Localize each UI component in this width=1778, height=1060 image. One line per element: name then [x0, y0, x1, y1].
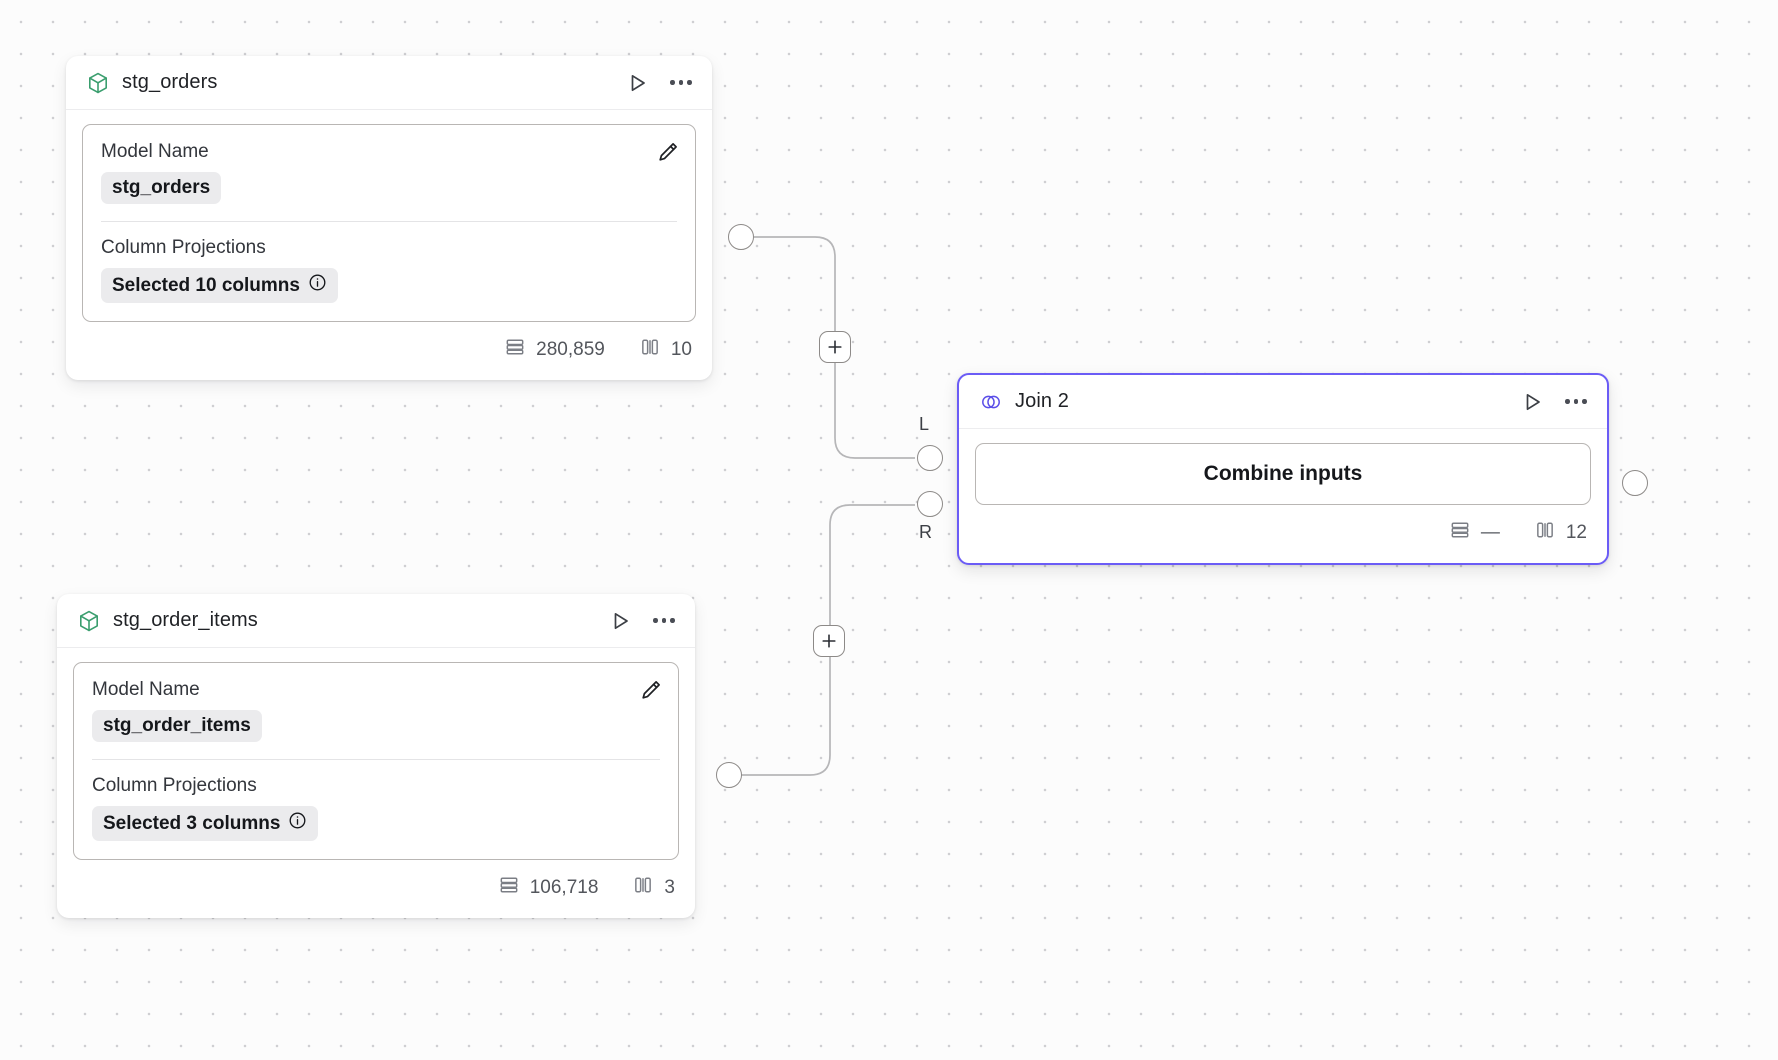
plus-icon	[826, 338, 844, 356]
panel-divider	[92, 759, 660, 760]
model-config-panel: Model Name stg_order_items Column Projec…	[73, 662, 679, 860]
pencil-icon[interactable]	[638, 677, 664, 703]
node-header: stg_orders	[66, 56, 712, 110]
columns-value: 10	[670, 339, 692, 360]
node-footer: 106,718 3	[57, 860, 695, 918]
play-icon[interactable]	[607, 608, 633, 634]
columns-value: 12	[1565, 522, 1587, 543]
column-projections-text: Selected 10 columns	[112, 274, 300, 296]
input-port-right-join-2[interactable]	[917, 491, 943, 517]
model-name-value[interactable]: stg_orders	[101, 172, 222, 204]
model-name-label: Model Name	[101, 141, 209, 162]
edge-add-button-upper[interactable]	[819, 331, 851, 363]
columns-stat: 10	[639, 336, 692, 364]
node-header: stg_order_items	[57, 594, 695, 648]
node-body: Model Name stg_order_items Column Projec…	[57, 648, 695, 860]
column-projections-value[interactable]: Selected 10 columns	[101, 268, 338, 303]
node-header-actions	[607, 608, 677, 634]
rows-stat: 280,859	[504, 336, 605, 364]
node-body: Combine inputs	[959, 429, 1607, 505]
input-port-left-join-2[interactable]	[917, 445, 943, 471]
node-header: Join 2	[959, 375, 1607, 429]
edge-add-button-lower[interactable]	[813, 625, 845, 657]
plus-icon	[820, 632, 838, 650]
rows-value: 280,859	[536, 339, 605, 360]
columns-icon	[632, 874, 654, 902]
node-header-actions	[624, 70, 694, 96]
model-config-panel: Model Name stg_orders Column Projections…	[82, 124, 696, 322]
pencil-icon[interactable]	[655, 139, 681, 165]
rows-icon	[498, 874, 520, 902]
columns-stat: 3	[632, 874, 675, 902]
rows-icon	[504, 336, 526, 364]
play-icon[interactable]	[1519, 389, 1545, 415]
column-projections-value[interactable]: Selected 3 columns	[92, 806, 319, 841]
node-join-2[interactable]: Join 2 Combine inputs	[957, 373, 1609, 565]
columns-stat: 12	[1534, 519, 1587, 547]
rows-icon	[1449, 519, 1471, 547]
node-stg-order-items[interactable]: stg_order_items	[57, 594, 695, 918]
cube-icon	[77, 609, 101, 633]
node-title: Join 2	[1015, 390, 1069, 412]
node-title: stg_orders	[122, 71, 218, 93]
play-icon[interactable]	[624, 70, 650, 96]
info-icon[interactable]	[308, 273, 327, 298]
model-name-value[interactable]: stg_order_items	[92, 710, 262, 742]
columns-icon	[639, 336, 661, 364]
node-stg-orders[interactable]: stg_orders	[66, 56, 712, 380]
panel-divider	[101, 221, 677, 222]
more-options-icon[interactable]	[651, 618, 677, 623]
input-port-label-left: L	[919, 414, 930, 434]
columns-value: 3	[664, 877, 675, 898]
more-options-icon[interactable]	[668, 80, 694, 85]
column-projections-label: Column Projections	[92, 775, 257, 796]
input-port-label-right: R	[919, 522, 932, 542]
column-projections-text: Selected 3 columns	[103, 812, 281, 834]
join-venn-icon	[979, 390, 1003, 414]
output-port-stg-order-items[interactable]	[716, 762, 742, 788]
output-port-stg-orders[interactable]	[728, 224, 754, 250]
output-port-join-2[interactable]	[1622, 470, 1648, 496]
cube-icon	[86, 71, 110, 95]
node-body: Model Name stg_orders Column Projections…	[66, 110, 712, 322]
column-projections-label: Column Projections	[101, 237, 266, 258]
combine-inputs-button[interactable]: Combine inputs	[975, 443, 1591, 505]
rows-value: 106,718	[529, 877, 599, 898]
columns-icon	[1534, 519, 1556, 547]
info-icon[interactable]	[288, 811, 307, 836]
node-title: stg_order_items	[113, 609, 258, 631]
node-footer: — 12	[959, 505, 1607, 563]
node-footer: 280,859 10	[66, 322, 712, 380]
rows-value: —	[1480, 522, 1500, 543]
more-options-icon[interactable]	[1563, 399, 1589, 404]
rows-stat: —	[1449, 519, 1500, 547]
node-header-actions	[1519, 389, 1589, 415]
model-name-label: Model Name	[92, 679, 200, 700]
rows-stat: 106,718	[498, 874, 599, 902]
